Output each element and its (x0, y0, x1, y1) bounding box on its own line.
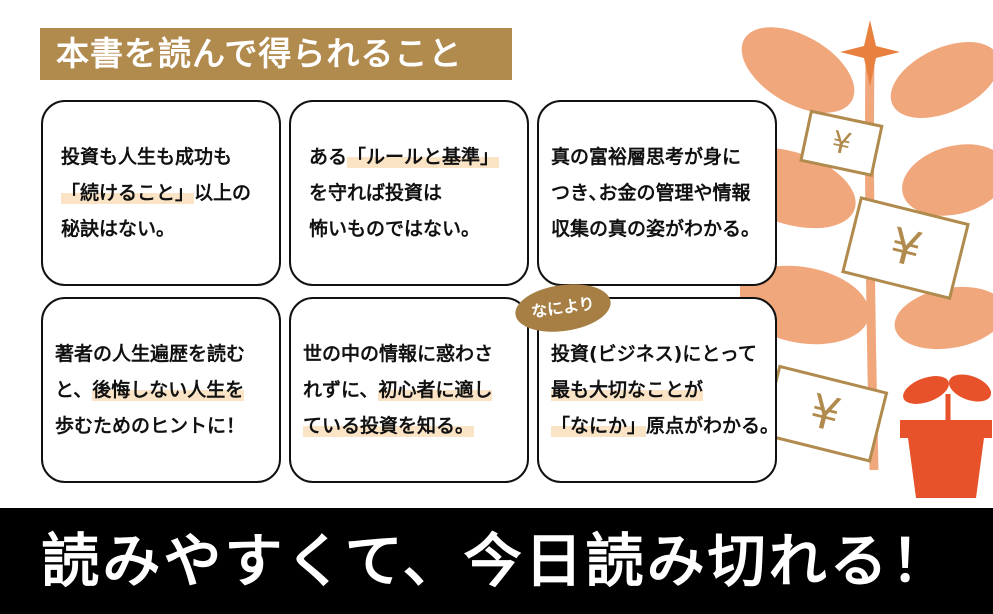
card-line: れずに、初心者に適し (303, 379, 493, 401)
sparkle-icon (840, 20, 900, 86)
benefit-card-1: 投資も人生も成功も 「続けること」以上の 秘訣はない。 (41, 100, 281, 286)
flower-pot-icon (908, 438, 984, 498)
card-line: 歩むためのヒントに！ (55, 415, 246, 437)
banknote-icon: ¥ (761, 364, 889, 463)
card-line: 著者の人生遍歴を読む (55, 343, 246, 365)
card-line: 「なにか」原点がわかる。 (551, 415, 780, 437)
card-line: 怖いものではない。 (309, 218, 481, 240)
highlight-text: 「続けること」 (61, 182, 195, 204)
highlight-text: 「ルールと基準」 (347, 146, 500, 168)
card-line: 投資も人生も成功も (61, 146, 233, 168)
highlight-text: 「なにか」 (551, 415, 647, 437)
sprout-leaf-icon (948, 374, 992, 402)
card-line: を守れば投資は (309, 182, 443, 204)
highlight-text: ている投資を知る。 (303, 415, 475, 437)
benefit-card-5: 世の中の情報に惑わさ れずに、初心者に適し ている投資を知る。 (289, 297, 529, 483)
highlight-text: 後悔しない人生を (92, 379, 245, 401)
card-line: 真の富裕層思考が身に (551, 146, 742, 168)
benefit-card-4: 著者の人生遍歴を読む と、後悔しない人生を 歩むためのヒントに！ (41, 297, 281, 483)
footer-banner (0, 508, 993, 614)
card-line: 最も大切なことが (551, 372, 763, 408)
page-title: 本書を読んで得られること (56, 34, 463, 73)
leaf-icon (902, 144, 993, 216)
leaf-icon (741, 27, 855, 113)
card-line: と、後悔しない人生を (55, 379, 245, 401)
card-line: 投資(ビジネス)にとって (551, 343, 757, 365)
leaf-icon (894, 286, 993, 350)
pot-rim (900, 420, 992, 438)
benefit-card-2: ある「ルールと基準」 を守れば投資は 怖いものではない。 (289, 100, 529, 286)
footer-tagline: 読みやすくて、今日読み切れる！ (41, 527, 952, 595)
banknote-icon: ¥ (799, 109, 884, 177)
card-line: ている投資を知る。 (303, 408, 515, 444)
card-line: 秘訣はない。 (61, 218, 176, 240)
leaf-icon (890, 42, 993, 118)
sprout-leaf-icon (903, 376, 949, 404)
card-line: ある「ルールと基準」 (309, 146, 500, 168)
highlight-text: 初心者に適し (378, 379, 493, 401)
card-line: 収集の真の姿がわかる。 (551, 218, 761, 240)
card-line: つき､お金の管理や情報 (551, 182, 751, 204)
benefit-card-3: 真の富裕層思考が身に つき､お金の管理や情報 収集の真の姿がわかる。 (537, 100, 777, 286)
card-line: 「続けること」以上の (61, 182, 252, 204)
card-line: 世の中の情報に惑わさ (303, 343, 494, 365)
money-tree-illustration: ¥ ¥ ¥ (740, 20, 993, 498)
highlight-text: 最も大切なことが (551, 379, 704, 401)
header-band (40, 28, 512, 80)
banknote-icon: ¥ (841, 196, 970, 301)
